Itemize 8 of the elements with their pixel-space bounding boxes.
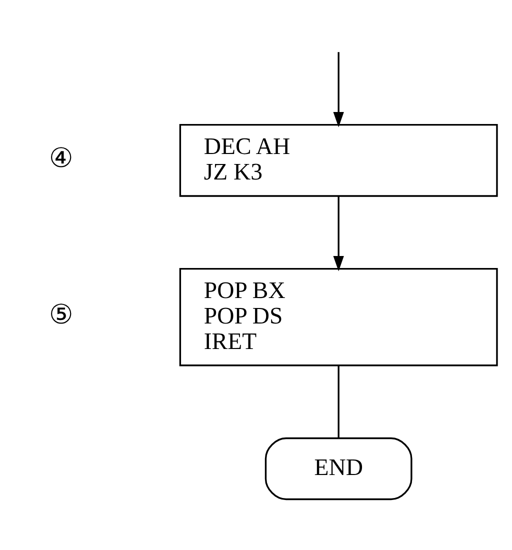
node-box: POP BX POP DS IRET	[179, 268, 498, 366]
arrow	[333, 52, 344, 128]
node-box: END	[264, 437, 412, 500]
connector	[338, 366, 340, 438]
arrow	[333, 196, 344, 272]
node-label: ⑤	[48, 300, 73, 330]
node-box: DEC AH JZ K3	[179, 124, 498, 197]
node-label: ④	[48, 142, 73, 173]
